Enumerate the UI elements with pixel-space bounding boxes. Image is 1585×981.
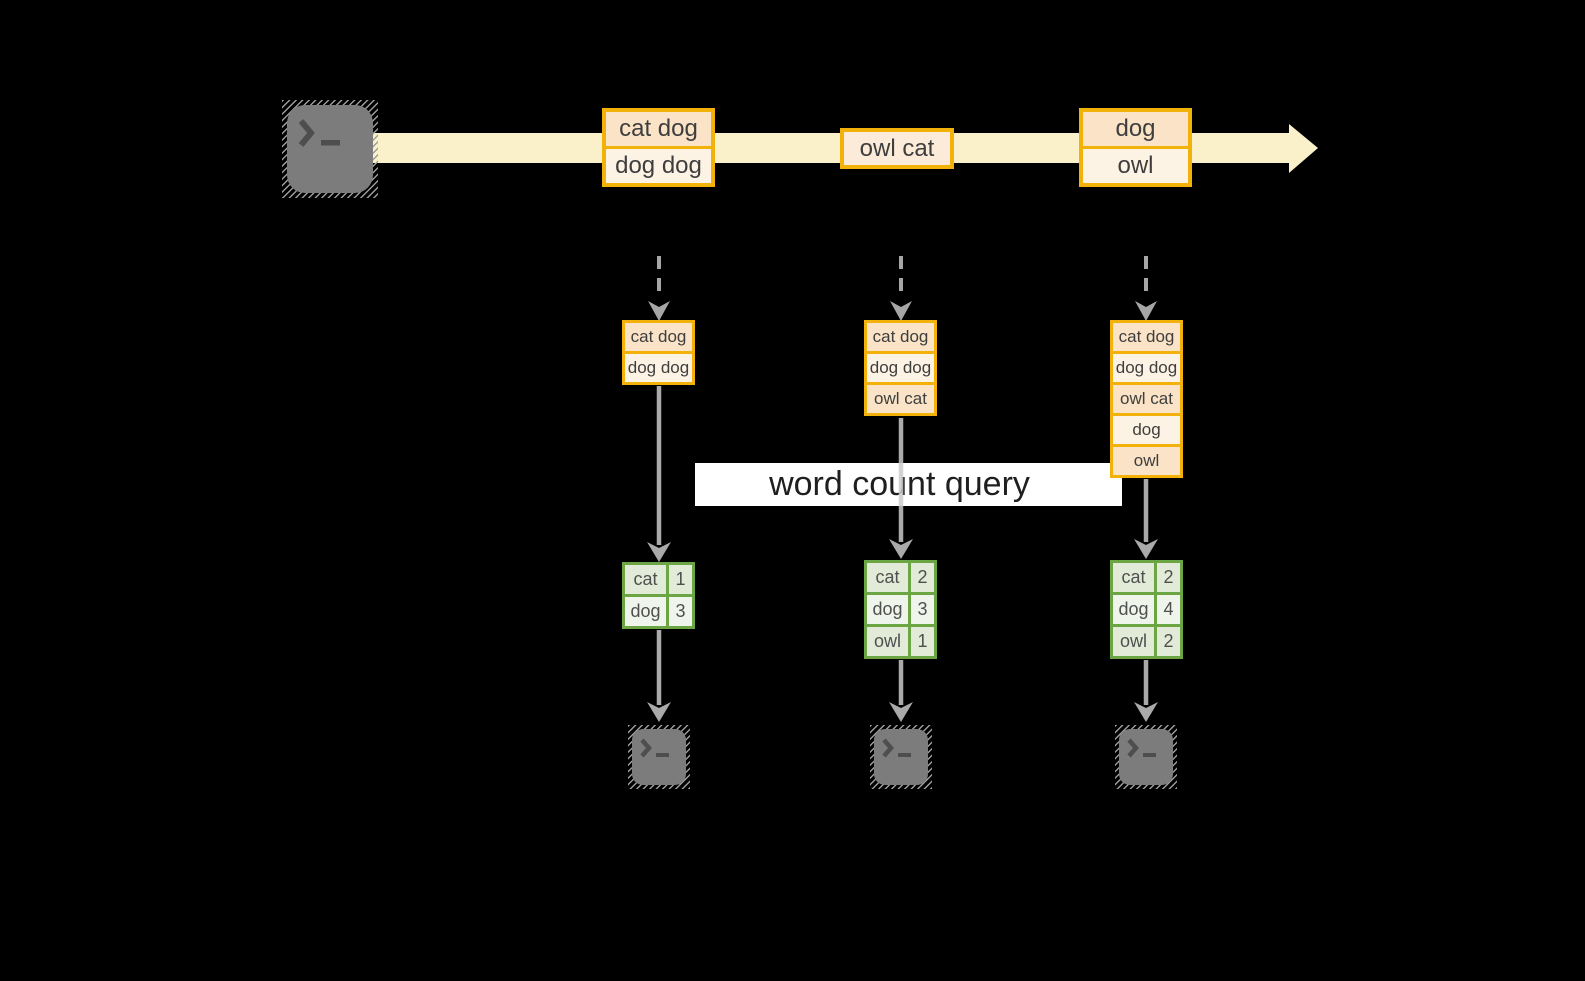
count-word: owl (1113, 627, 1154, 656)
buffer-line: dog dog (1113, 354, 1180, 382)
banner-label: word count query (769, 465, 1030, 503)
terminal-body (874, 729, 928, 785)
consumer-terminal-icon-3 (1115, 725, 1177, 789)
buffer-line: dog dog (625, 354, 692, 382)
count-table-1: cat 1 dog 3 (622, 562, 695, 629)
stream-message-box-1: cat dog dog dog (602, 108, 715, 187)
processing-arrows (647, 386, 1158, 722)
buffer-line: cat dog (625, 323, 692, 351)
count-value: 1 (669, 565, 692, 594)
message-line: cat dog (606, 112, 711, 146)
message-line: dog dog (606, 149, 711, 183)
message-line: owl cat (844, 132, 950, 165)
count-word: dog (1113, 595, 1154, 624)
buffer-line: cat dog (1113, 323, 1180, 351)
message-buffer-3: cat dog dog dog owl cat dog owl (1110, 320, 1183, 478)
consumer-terminal-icon-1 (628, 725, 690, 789)
buffer-line: owl cat (1113, 385, 1180, 413)
count-value: 2 (1157, 627, 1180, 656)
terminal-prompt-icon (640, 738, 669, 758)
message-buffer-1: cat dog dog dog (622, 320, 695, 385)
buffer-line: owl (1113, 447, 1180, 475)
terminal-body (287, 105, 373, 193)
count-value: 1 (911, 627, 934, 656)
buffer-line: cat dog (867, 323, 934, 351)
message-buffer-2: cat dog dog dog owl cat (864, 320, 937, 416)
terminal-body (1119, 729, 1173, 785)
count-table-3: cat 2 dog 4 owl 2 (1110, 560, 1183, 659)
count-value: 3 (669, 597, 692, 626)
count-table-2: cat 2 dog 3 owl 1 (864, 560, 937, 659)
terminal-prompt-icon (1127, 738, 1156, 758)
message-line: owl (1083, 149, 1188, 183)
count-word: dog (625, 597, 666, 626)
message-line: dog (1083, 112, 1188, 146)
count-word: cat (1113, 563, 1154, 592)
count-word: dog (867, 595, 908, 624)
consumer-terminal-icon-2 (870, 725, 932, 789)
count-word: owl (867, 627, 908, 656)
buffer-line: dog (1113, 416, 1180, 444)
dashed-ingest-arrows (648, 256, 1157, 321)
source-terminal-icon (282, 100, 378, 198)
count-value: 2 (1157, 563, 1180, 592)
stream-message-box-3: dog owl (1079, 108, 1192, 187)
word-count-query-banner: word count query (695, 463, 1122, 506)
terminal-prompt-icon (882, 738, 911, 758)
count-value: 2 (911, 563, 934, 592)
buffer-line: dog dog (867, 354, 934, 382)
terminal-prompt-icon (298, 119, 340, 147)
buffer-line: owl cat (867, 385, 934, 413)
count-word: cat (867, 563, 908, 592)
count-value: 4 (1157, 595, 1180, 624)
terminal-body (632, 729, 686, 785)
count-word: cat (625, 565, 666, 594)
count-value: 3 (911, 595, 934, 624)
stream-message-box-2: owl cat (840, 128, 954, 169)
